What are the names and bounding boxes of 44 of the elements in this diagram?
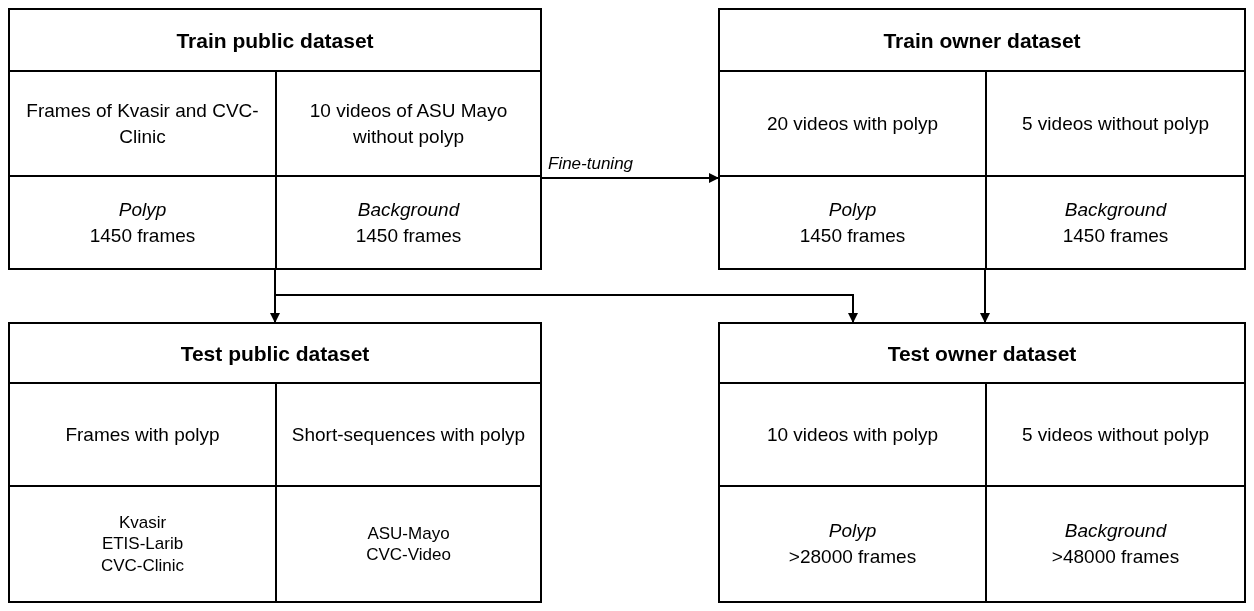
cell-text: ETIS-Larib	[101, 533, 184, 555]
cell-text: 1450 frames	[799, 223, 906, 248]
table-cell	[985, 175, 1244, 268]
cell-text: Frames with polyp	[65, 422, 220, 447]
table-title: Test public dataset	[180, 341, 370, 368]
category-label: Background	[1064, 519, 1167, 544]
cell-text: 1450 frames	[1062, 223, 1169, 248]
cell-text: 10 videos of ASU Mayo without polyp	[308, 98, 509, 149]
dataset-table	[718, 8, 1246, 270]
category-label: Background	[357, 197, 460, 222]
table-cell	[985, 70, 1244, 175]
category-label: Polyp	[118, 197, 167, 222]
cell-text: 20 videos with polyp	[766, 111, 939, 136]
cell-text: Kvasir	[118, 512, 167, 534]
cell-text: 1450 frames	[355, 223, 462, 248]
dataset-table	[8, 8, 542, 270]
cell-text: 5 videos without polyp	[1022, 111, 1209, 136]
cell-text: Frames of Kvasir and CVC-Clinic	[25, 98, 260, 149]
table-title: Test owner dataset	[887, 341, 1077, 368]
arrow	[541, 173, 719, 183]
table-cell	[985, 485, 1244, 601]
cell-text: 10 videos with polyp	[766, 422, 939, 447]
cell-text: ASU-Mayo	[367, 522, 450, 544]
category-label: Background	[1064, 197, 1167, 222]
cell-text: CVC-Video	[366, 544, 451, 566]
cell-text: 1450 frames	[89, 223, 196, 248]
table-cell	[275, 175, 540, 268]
table-cell	[275, 485, 540, 601]
dataset-table	[8, 322, 542, 603]
table-cell	[985, 382, 1244, 485]
table-cell	[275, 382, 540, 485]
category-label: Polyp	[828, 197, 877, 222]
table-title: Train owner dataset	[883, 28, 1081, 55]
cell-text: >28000 frames	[788, 545, 917, 569]
category-label: Polyp	[828, 519, 877, 544]
arrow	[980, 269, 990, 323]
table-cell	[275, 70, 540, 175]
cell-text: 5 videos without polyp	[1022, 422, 1209, 447]
table-title: Train public dataset	[176, 28, 374, 55]
dataset-table	[718, 322, 1246, 603]
cell-text: CVC-Clinic	[100, 554, 185, 576]
edge-label: Fine-tuning	[548, 153, 634, 175]
cell-text: >48000 frames	[1051, 545, 1180, 569]
cell-text: Short-sequences with polyp	[291, 422, 526, 447]
